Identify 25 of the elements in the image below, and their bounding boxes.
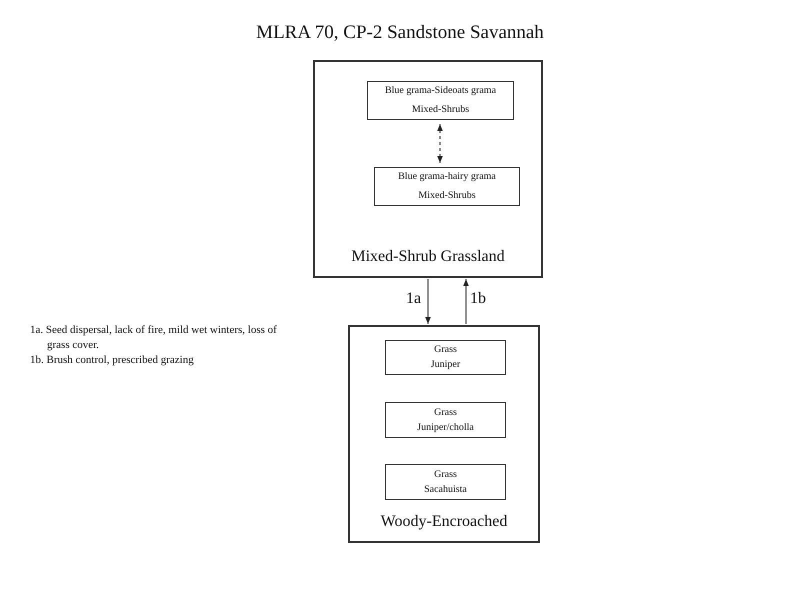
community-name: Mixed-Shrubs (410, 104, 470, 115)
arrow (463, 278, 469, 324)
state-box (313, 60, 543, 278)
note: 1b. Brush control, prescribed grazing (30, 353, 195, 368)
community-box (385, 402, 506, 438)
diagram-title: MLRA 70, CP-2 Sandstone Savannah (255, 22, 545, 44)
community-name: Mixed-Shrubs (417, 190, 477, 201)
state-name: Mixed-Shrub Grassland (350, 248, 506, 266)
community-name: Grass (433, 468, 458, 480)
community-name: Sacahuista (423, 484, 468, 494)
community-name: Grass (433, 344, 458, 355)
arrow (437, 124, 443, 164)
community-box (385, 340, 506, 375)
community-box (385, 464, 506, 500)
note: 1a. Seed dispersal, lack of fire, mild wet winters, loss of grass cover. (30, 323, 278, 353)
community-name: Juniper (430, 359, 462, 370)
arrow (425, 278, 431, 324)
community-box (367, 81, 514, 120)
community-box (374, 167, 520, 206)
state-box (348, 325, 540, 543)
state-name: Woody-Encroached (380, 513, 508, 531)
community-name: Blue grama-Sideoats grama (384, 85, 498, 96)
community-name: Grass (433, 406, 458, 418)
community-name: Juniper/cholla (416, 422, 475, 432)
community-name: Blue grama-hairy grama (397, 171, 497, 182)
